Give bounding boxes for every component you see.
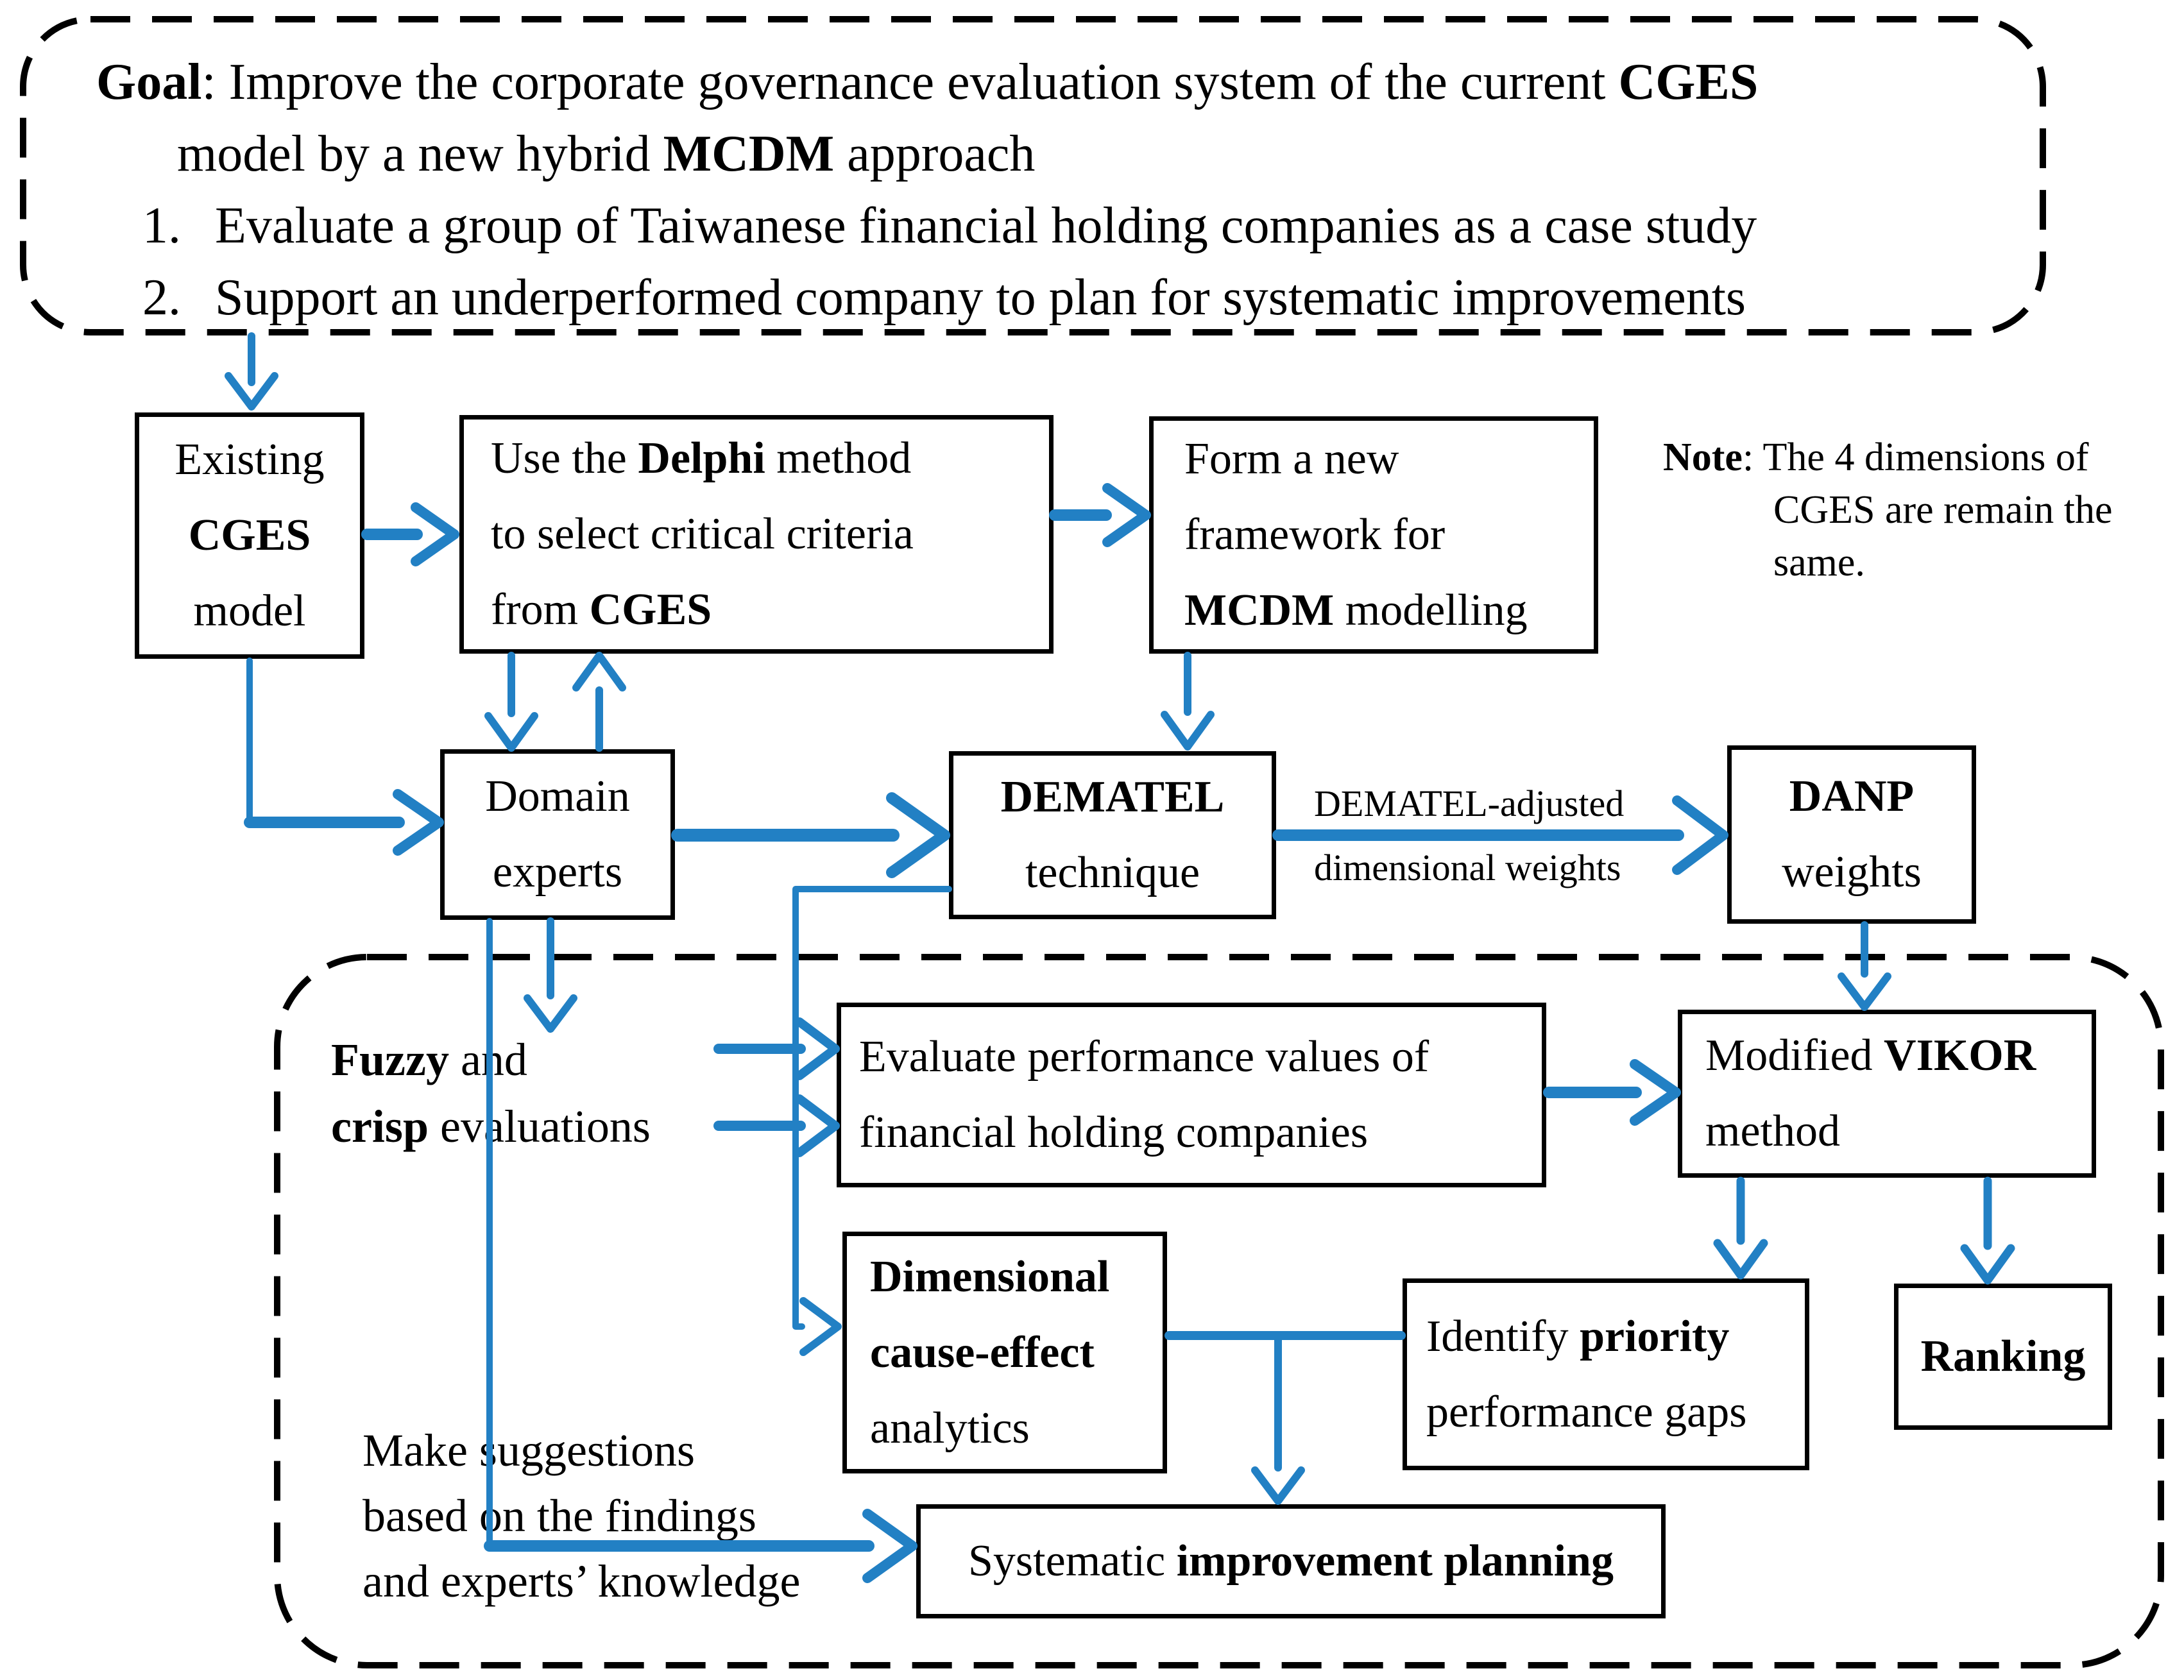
- dematel-technique-box: DEMATEL technique: [949, 751, 1276, 919]
- identify-priority-gaps-box: Identify priority performance gaps: [1403, 1278, 1809, 1470]
- arrow-junction-to-systematic: [1251, 1332, 1305, 1505]
- existing-cges-model-box: Existing CGES model: [135, 412, 364, 659]
- arrow-fuzzy-to-evaluate-lower: [713, 1094, 840, 1157]
- dematel-adjusted-label-line1: DEMATEL-adjusted: [1314, 783, 1625, 824]
- arrow-vikor-to-ranking: [1960, 1176, 2015, 1285]
- arrow-domain-to-dematel: [671, 792, 950, 878]
- make-suggestions-label: Make suggestions based on the findings a…: [363, 1425, 801, 1607]
- systematic-improvement-box: Systematic improvement planning: [916, 1504, 1666, 1618]
- delphi-method-box: Use the Delphi method to select critical…: [459, 415, 1054, 654]
- ranking-box: Ranking: [1894, 1284, 2112, 1430]
- goal-keyword: Goal: [96, 54, 202, 110]
- fuzzy-crisp-evaluations-label: Fuzzy and crisp evaluations: [331, 1034, 651, 1152]
- arrow-delphi-to-form: [1049, 483, 1151, 547]
- goal-line-2: model by a new hybrid MCDM approach: [177, 126, 1036, 182]
- goal-statement: Goal: Improve the corporate governance e…: [96, 46, 1758, 334]
- evaluate-performance-box: Evaluate performance values of financial…: [837, 1003, 1546, 1187]
- modified-vikor-box: Modified VIKOR method: [1678, 1010, 2096, 1178]
- arrow-danp-to-vikor: [1838, 921, 1891, 1011]
- arrow-evaluate-to-vikor: [1543, 1059, 1681, 1126]
- dematel-adjusted-label-line2: dimensional weights: [1314, 847, 1621, 888]
- arrow-existing-to-domain: [244, 658, 444, 856]
- arrow-vikor-to-identify: [1713, 1176, 1768, 1280]
- goal-line-1: Goal: Improve the corporate governance e…: [96, 54, 1759, 110]
- arrow-goal-to-existing: [225, 332, 278, 411]
- arrow-fuzzy-to-evaluate-upper: [713, 1017, 840, 1080]
- domain-experts-box: Domain experts: [440, 749, 675, 920]
- arrow-delphi-to-domain: [484, 652, 538, 752]
- mcdm-framework-box: Form a new framework for MCDM modelling: [1149, 416, 1598, 654]
- arrow-domain-to-delphi: [572, 652, 626, 752]
- arrow-existing-to-delphi: [361, 502, 459, 566]
- arrow-domain-to-fuzzy: [524, 917, 577, 1033]
- note-annotation: Note: The 4 dimensions of CGES are remai…: [1663, 436, 2113, 584]
- danp-weights-box: DANP weights: [1727, 745, 1976, 924]
- goal-item-1: 1.Evaluate a group of Taiwanese financia…: [142, 198, 1757, 254]
- arrow-form-to-dematel: [1161, 652, 1215, 751]
- dimensional-cause-effect-box: Dimensional cause-effect analytics: [842, 1232, 1167, 1473]
- goal-item-2: 2.Support an underperformed company to p…: [142, 269, 1746, 326]
